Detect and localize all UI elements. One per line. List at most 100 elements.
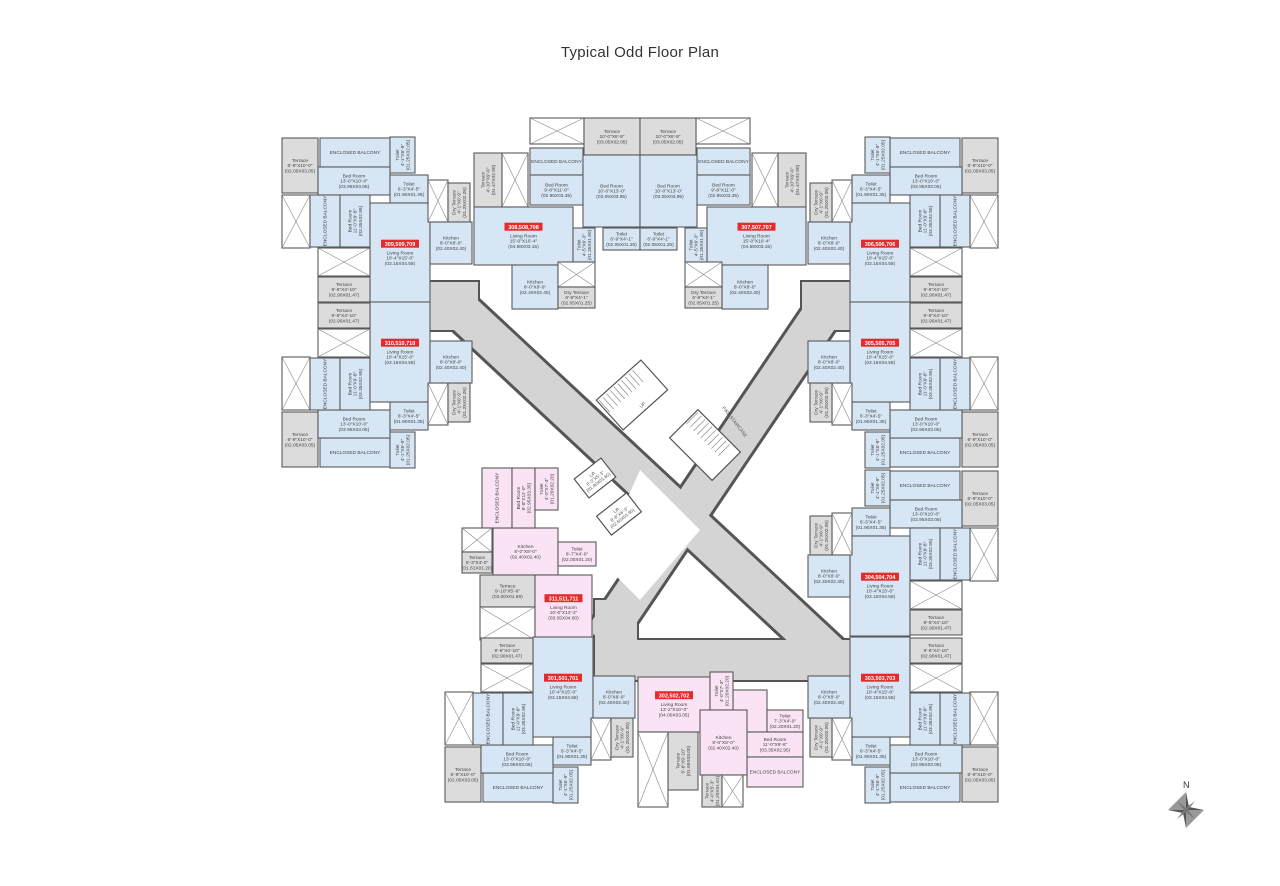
shaft-cross	[721, 774, 744, 808]
room-label-line: Toilet	[870, 779, 876, 791]
room-label-line: 9'-6"X4'-10"	[924, 648, 949, 654]
room-label-line: (01.25X02.05)	[824, 722, 830, 753]
dry-terrace-label: Dry Terrace4'-1"X6'-9"(01.25X02.05)	[451, 187, 467, 218]
room-label-line: Terrace	[499, 643, 515, 649]
room-label-line: Terrace	[972, 158, 988, 164]
stair-step	[624, 376, 637, 390]
room-label-line: (01.90X01.35)	[856, 419, 887, 425]
room-label-line: ENCLOSED BALCONY	[900, 483, 951, 489]
shaft-cross	[909, 247, 963, 277]
room-label-line: Terrace	[500, 583, 516, 589]
room-label-line: (01.25X02.05)	[880, 472, 886, 503]
room-label-line: Terrace	[336, 282, 352, 288]
room-label-line: 10'-4"X15'-0"	[549, 690, 577, 696]
stair-step	[711, 437, 723, 449]
room-label-line: 6'-3"X4'-5"	[561, 749, 584, 755]
room-label-line: (02.05X03.05)	[285, 442, 316, 448]
room-label-line: (01.25X02.05)	[625, 722, 631, 753]
room-label-line: 8'-0"X8'-0"	[524, 285, 547, 291]
dry-terrace	[557, 286, 596, 309]
stair-step	[707, 433, 720, 446]
enclosed-balcony-label: ENCLOSED BALCONY	[698, 159, 749, 165]
room-label-line: Bed Room	[600, 183, 623, 189]
terrace	[583, 117, 641, 156]
shaft-cross	[590, 717, 612, 761]
room-label-line: Kitchen	[821, 235, 837, 241]
room-label-line: (02.40X02.40)	[708, 745, 739, 751]
living-room	[369, 301, 431, 403]
stair-step	[714, 440, 727, 453]
room-label-line: 10'-4"X15'-0"	[866, 355, 894, 361]
stair-step	[602, 396, 614, 410]
room-label-line: Terrace	[928, 615, 944, 621]
living-room	[534, 574, 593, 641]
room-label-line: Living Room	[867, 250, 894, 256]
room-label-line: (03.35X02.95)	[928, 538, 934, 569]
room-label-line: 10'-0"X13'-0"	[655, 189, 683, 195]
shaft-cross	[969, 356, 999, 411]
toilet-label: Toilet4'-1"X6'-9"(01.25X02.05)	[395, 434, 411, 465]
terrace	[909, 302, 963, 329]
compass-north-label: N	[1183, 780, 1190, 790]
room-label-line: Living Room	[743, 233, 770, 239]
terrace	[281, 137, 319, 194]
room-label-line: 10'-0"X13'-2"	[550, 610, 578, 616]
room-label-line: Toilet	[779, 713, 791, 719]
kitchen	[511, 264, 559, 310]
enclosed-balcony	[472, 692, 504, 746]
room-label-line: 6'-3"X4'-5"	[860, 414, 883, 420]
room-label-line: Bed Room	[343, 173, 366, 179]
room-label-line: (02.40X02.40)	[814, 246, 845, 252]
room-label-line: (01.90X01.35)	[856, 525, 887, 531]
bed-room	[339, 357, 371, 411]
enclosed-balcony-label: ENCLOSED BALCONY	[323, 195, 329, 246]
room-label-line: ENCLOSED BALCONY	[750, 770, 801, 776]
unit-number: 306,506,706	[865, 242, 896, 248]
room-label-line: (02.40X02.40)	[510, 554, 541, 560]
kitchen	[492, 527, 559, 576]
toilet	[864, 431, 891, 469]
room-label-line: ENCLOSED BALCONY	[900, 150, 951, 156]
room-label-line: 8'-0"X8'-0"	[514, 549, 537, 555]
dry-terrace-label: Dry Terrace4'-1"X6'-9"(01.25X02.05)	[813, 520, 829, 551]
room-label-line: 6'-3"X4'-5"	[398, 187, 421, 193]
room-label-line: (03.15X04.58)	[865, 695, 896, 701]
room-label-line: 6'-9"X10'-0"	[288, 437, 313, 443]
living-room	[849, 535, 911, 637]
room-label-line: Living Room	[510, 233, 537, 239]
room-label-line: 11'-0"X9'-8"	[923, 706, 929, 731]
terrace	[639, 117, 697, 156]
kitchen	[429, 340, 473, 384]
room-label-line: Bed Room	[347, 373, 353, 396]
toilet-label: Toilet4'-1"X6'-9"(01.25X02.05)	[870, 769, 886, 800]
room-label-line: Terrace	[469, 555, 485, 561]
room-label-line: Bed Room	[917, 543, 923, 566]
terrace	[473, 152, 503, 208]
bed-room-label: Bed Room9'-8"X11'-0"(02.95X03.35)	[516, 482, 532, 513]
room-label-line: 4'-1"X6'-9"	[819, 524, 825, 547]
room-label-line: Terrace	[928, 308, 944, 314]
page-title: Typical Odd Floor Plan	[560, 44, 720, 61]
toilet	[552, 736, 592, 766]
